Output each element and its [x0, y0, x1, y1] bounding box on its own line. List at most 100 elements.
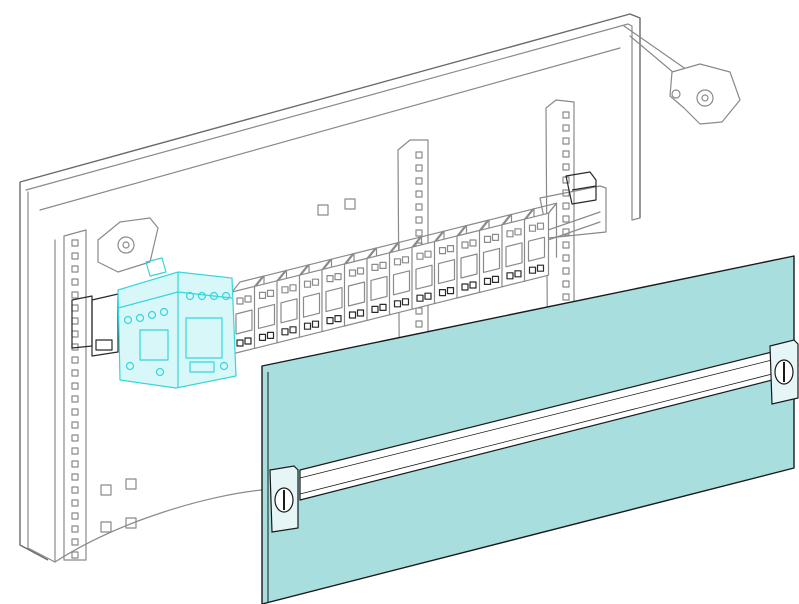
slot-inner-edge	[299, 357, 781, 479]
frame-bottom-curve	[54, 489, 263, 563]
device-terminal-bottom	[528, 266, 537, 274]
device-terminal-bottom	[483, 277, 492, 285]
device-terminal	[446, 245, 455, 253]
right-bracket-bolt	[696, 89, 714, 107]
upright-hole	[71, 551, 79, 559]
upright-hole	[71, 278, 79, 286]
left-upright-holes	[71, 239, 79, 559]
upright-hole	[71, 304, 79, 312]
device-terminal-bottom	[424, 292, 432, 300]
device-terminal-bottom	[446, 287, 455, 295]
device-terminal	[266, 289, 275, 297]
upright-hole	[71, 473, 79, 481]
highlighted-device-terminal	[197, 291, 207, 301]
device-terminal-bottom	[371, 305, 379, 313]
device-toggle	[347, 281, 366, 307]
upright-hole	[562, 202, 570, 210]
left-upright-body	[63, 229, 87, 561]
device-side	[547, 202, 558, 258]
highlighted-device-top-ridge	[117, 291, 233, 309]
device-toggle	[437, 259, 456, 285]
right-hinge-arm	[623, 25, 691, 73]
right-hinge-bracket	[623, 25, 741, 125]
device-toggle	[527, 236, 546, 262]
highlighted-device-handle	[145, 257, 167, 277]
device-toggle	[505, 242, 523, 268]
device-terminal-bottom	[514, 270, 522, 278]
left-bracket-body	[97, 217, 159, 273]
device-terminal	[371, 263, 379, 271]
device-terminal-bottom	[416, 294, 424, 302]
highlighted-device-body	[117, 271, 237, 389]
device-terminal-bottom	[491, 275, 500, 283]
left-rail-clamp	[71, 295, 93, 349]
device-toggle	[415, 264, 433, 290]
device-terminal-bottom	[326, 317, 334, 325]
frame-inner-rim	[39, 47, 621, 211]
upright-hole	[415, 190, 423, 198]
right-hinge-arm-inner	[629, 35, 681, 79]
highlighted-device-terminal	[125, 361, 135, 371]
left-bracket-bolt-center	[122, 241, 130, 249]
device-terminal	[356, 267, 365, 275]
modular-device	[276, 264, 310, 344]
right-quarter-turn-lock	[769, 339, 799, 405]
highlighted-device-terminal	[155, 367, 165, 377]
upright-hole	[71, 239, 79, 247]
device-terminal-bottom	[379, 303, 387, 311]
enclosure-frame	[19, 13, 641, 563]
device-toggle	[392, 270, 411, 296]
device-terminal-bottom	[311, 320, 320, 328]
device-terminal	[491, 233, 500, 241]
device-terminal	[483, 235, 492, 243]
panel-slot	[100, 521, 112, 533]
device-terminal	[303, 280, 312, 288]
highlighted-device-terminal	[159, 307, 169, 317]
right-bracket-body	[669, 63, 741, 125]
device-terminal	[244, 295, 252, 303]
panel-slot	[125, 517, 137, 529]
highlighted-device-label	[189, 361, 215, 373]
upright-hole	[562, 280, 570, 288]
upright-hole	[415, 164, 423, 172]
device-terminal-bottom	[281, 328, 289, 336]
modular-device	[523, 202, 558, 282]
upright-hole	[415, 307, 423, 315]
right-bracket-bolt-center	[701, 94, 709, 102]
device-terminal	[469, 239, 477, 247]
device-terminal	[461, 241, 469, 249]
upright-hole	[562, 124, 570, 132]
highlighted-device-panel	[185, 317, 223, 359]
upright-hole	[71, 421, 79, 429]
upright-hole	[415, 177, 423, 185]
upright-hole	[415, 320, 423, 328]
upright-hole	[415, 229, 423, 237]
panel-slot	[317, 204, 329, 216]
upright-hole	[71, 252, 79, 260]
upright-hole	[415, 151, 423, 159]
right-bracket-pin	[671, 89, 681, 99]
device-terminal-bottom	[244, 337, 252, 345]
upright-hole	[71, 512, 79, 520]
highlighted-device-terminal	[221, 291, 231, 301]
left-rail-screw	[95, 339, 113, 351]
upright-hole	[71, 538, 79, 546]
frame-left-inner-edge	[27, 191, 56, 563]
device-terminal-bottom	[506, 272, 514, 280]
device-toggle	[235, 309, 253, 335]
device-terminal-bottom	[469, 281, 477, 289]
left-bracket-bolt	[117, 236, 135, 254]
device-terminal-bottom	[401, 298, 410, 306]
device-terminal-bottom	[266, 331, 275, 339]
upright-hole	[562, 215, 570, 223]
upright-hole	[71, 356, 79, 364]
highlighted-device-terminal	[209, 291, 219, 301]
upright-hole	[71, 408, 79, 416]
left-hinge-bracket	[97, 217, 159, 273]
upright-hole	[71, 447, 79, 455]
device-toggle	[302, 292, 321, 318]
upright-hole	[562, 137, 570, 145]
highlighted-device-terminal	[219, 361, 229, 371]
device-terminal-bottom	[461, 283, 469, 291]
